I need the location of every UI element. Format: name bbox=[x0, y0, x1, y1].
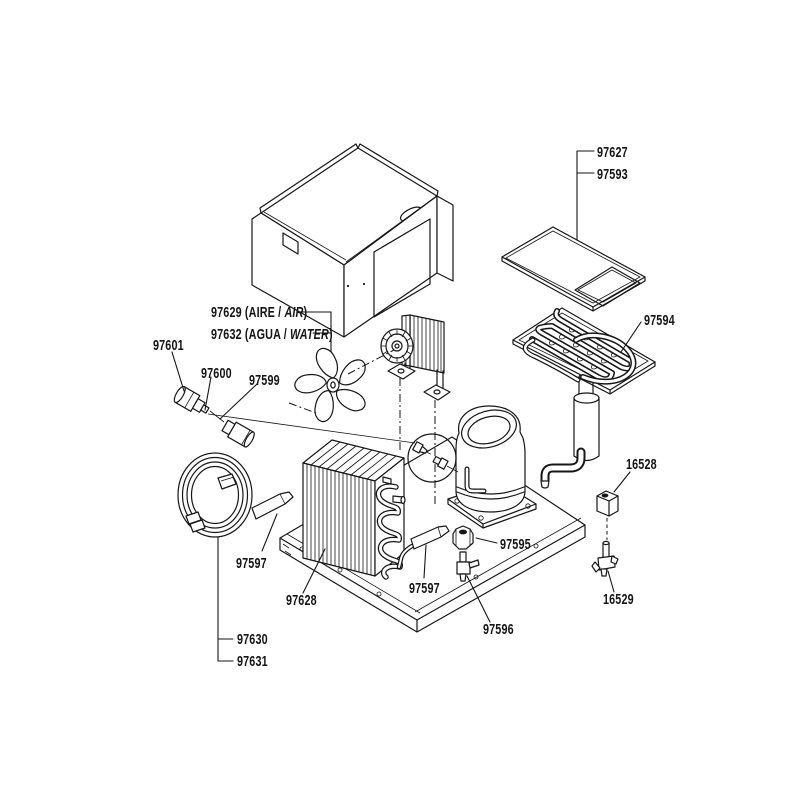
valve-16529 bbox=[591, 540, 619, 577]
cover-housing bbox=[251, 143, 454, 338]
valve-stem-97596 bbox=[456, 551, 480, 582]
part-label-16529: 16529 bbox=[603, 591, 634, 608]
grommet-block-16528 bbox=[596, 490, 619, 517]
valve-nut-97595 bbox=[452, 525, 474, 550]
part-label-paren: (AGUA / bbox=[241, 326, 291, 343]
part-label-paren: (AIRE / bbox=[241, 304, 285, 321]
fitting-97600-needle bbox=[209, 410, 225, 423]
fitting-alignment-line bbox=[207, 413, 416, 444]
part-label-97628: 97628 bbox=[286, 592, 317, 609]
top-panel bbox=[501, 226, 646, 312]
part-label-97593: 97593 bbox=[597, 166, 628, 183]
standpipe bbox=[540, 373, 600, 489]
part-label-97594: 97594 bbox=[644, 312, 675, 329]
part-label-97599: 97599 bbox=[249, 372, 280, 389]
part-number: 97632 bbox=[211, 326, 242, 343]
part-label-16528: 16528 bbox=[626, 456, 657, 473]
part-label-97601: 97601 bbox=[153, 337, 184, 354]
fan-motor bbox=[380, 314, 451, 401]
part-label-97597-center-probe: 97597 bbox=[409, 580, 440, 597]
part-label-97596: 97596 bbox=[483, 621, 514, 638]
part-label-97597-coil-probe: 97597 bbox=[236, 555, 267, 572]
part-label-97595: 97595 bbox=[500, 536, 531, 553]
part-label-paren-italic: AIR bbox=[284, 304, 304, 321]
compressor bbox=[447, 405, 537, 529]
fan-axis-line-lower bbox=[288, 402, 317, 414]
part-label-97631: 97631 bbox=[237, 653, 268, 670]
part-number: 97629 bbox=[211, 304, 242, 321]
fan-axis-line bbox=[347, 349, 395, 375]
evaporator-grid bbox=[512, 307, 656, 395]
part-label-97630: 97630 bbox=[237, 631, 268, 648]
fitting-97599 bbox=[221, 419, 255, 448]
leader-lines bbox=[171, 150, 642, 662]
condenser-coil bbox=[302, 439, 406, 580]
part-label-97632-water: 97632 (AGUA / WATER) bbox=[211, 326, 333, 343]
sensor-probe-center bbox=[396, 525, 450, 570]
part-label-97629-air: 97629 (AIRE / AIR) bbox=[211, 304, 307, 321]
detail-circle bbox=[407, 433, 459, 483]
part-label-paren-italic: WATER bbox=[290, 326, 329, 343]
sensor-coil bbox=[177, 452, 253, 538]
part-label-paren-close: ) bbox=[303, 304, 308, 321]
sensor-probe-left bbox=[251, 491, 294, 520]
part-label-97627: 97627 bbox=[597, 144, 628, 161]
part-label-paren-close: ) bbox=[328, 326, 333, 343]
part-label-97600: 97600 bbox=[201, 365, 232, 382]
fitting-97601 bbox=[173, 385, 210, 414]
fan-blade bbox=[294, 347, 366, 423]
